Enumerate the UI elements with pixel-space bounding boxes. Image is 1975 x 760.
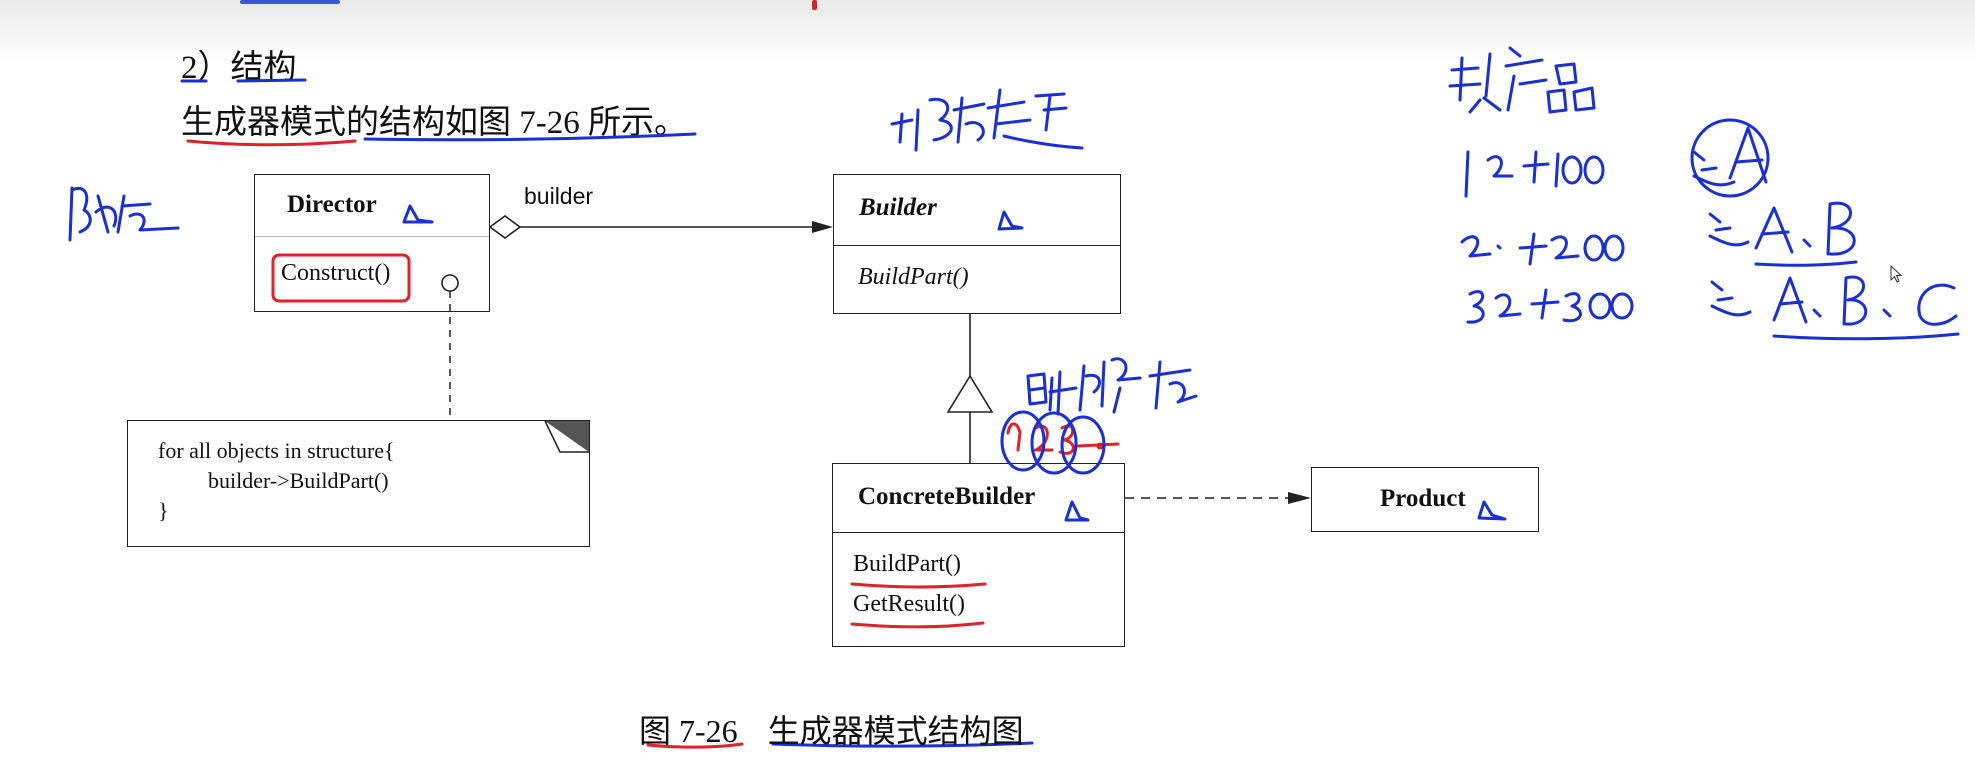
builder-separator <box>834 245 1120 246</box>
top-blue-mark <box>240 0 340 4</box>
concrete-builder-separator <box>833 532 1124 533</box>
builder-operation: BuildPart() <box>858 264 969 290</box>
director-class-name: Director <box>287 191 377 218</box>
mouse-cursor-icon <box>1890 265 1903 283</box>
generalization-connector <box>946 314 994 463</box>
association-label: builder <box>524 183 594 209</box>
builder-class-box: Builder BuildPart() <box>833 174 1121 314</box>
construct-note: for all objects in structure{ builder->B… <box>127 420 590 547</box>
concrete-builder-operation-buildpart: BuildPart() <box>853 551 961 577</box>
concrete-builder-class-box: ConcreteBuilder BuildPart() GetResult() <box>832 463 1125 647</box>
blue-annotations <box>68 46 1960 748</box>
director-operation: Construct() <box>281 260 391 286</box>
top-toolbar-fade <box>0 0 1975 64</box>
figure-number: 图 7-26 <box>639 713 738 749</box>
dependency-connector <box>1125 492 1311 504</box>
figure-title: 生成器模式结构图 <box>767 713 1024 749</box>
builder-class-name: Builder <box>859 194 937 221</box>
product-class-name: Product <box>1380 485 1466 512</box>
section-intro: 生成器模式的结构如图 7-26 所示。 <box>181 105 687 141</box>
product-class-box: Product <box>1311 467 1539 532</box>
note-line-2: builder->BuildPart() <box>208 468 389 493</box>
director-separator <box>255 236 489 237</box>
note-line-3: } <box>158 498 169 523</box>
note-link <box>441 274 459 420</box>
concrete-builder-class-name: ConcreteBuilder <box>858 483 1036 510</box>
concrete-builder-operation-getresult: GetResult() <box>853 591 965 617</box>
note-dog-ear <box>544 420 589 453</box>
aggregation-connector <box>488 215 833 239</box>
note-line-1: for all objects in structure{ <box>158 438 395 463</box>
top-red-mark <box>812 0 817 10</box>
red-annotations <box>186 139 1120 749</box>
figure-caption: 图 7-26 生成器模式结构图 <box>639 706 1024 752</box>
